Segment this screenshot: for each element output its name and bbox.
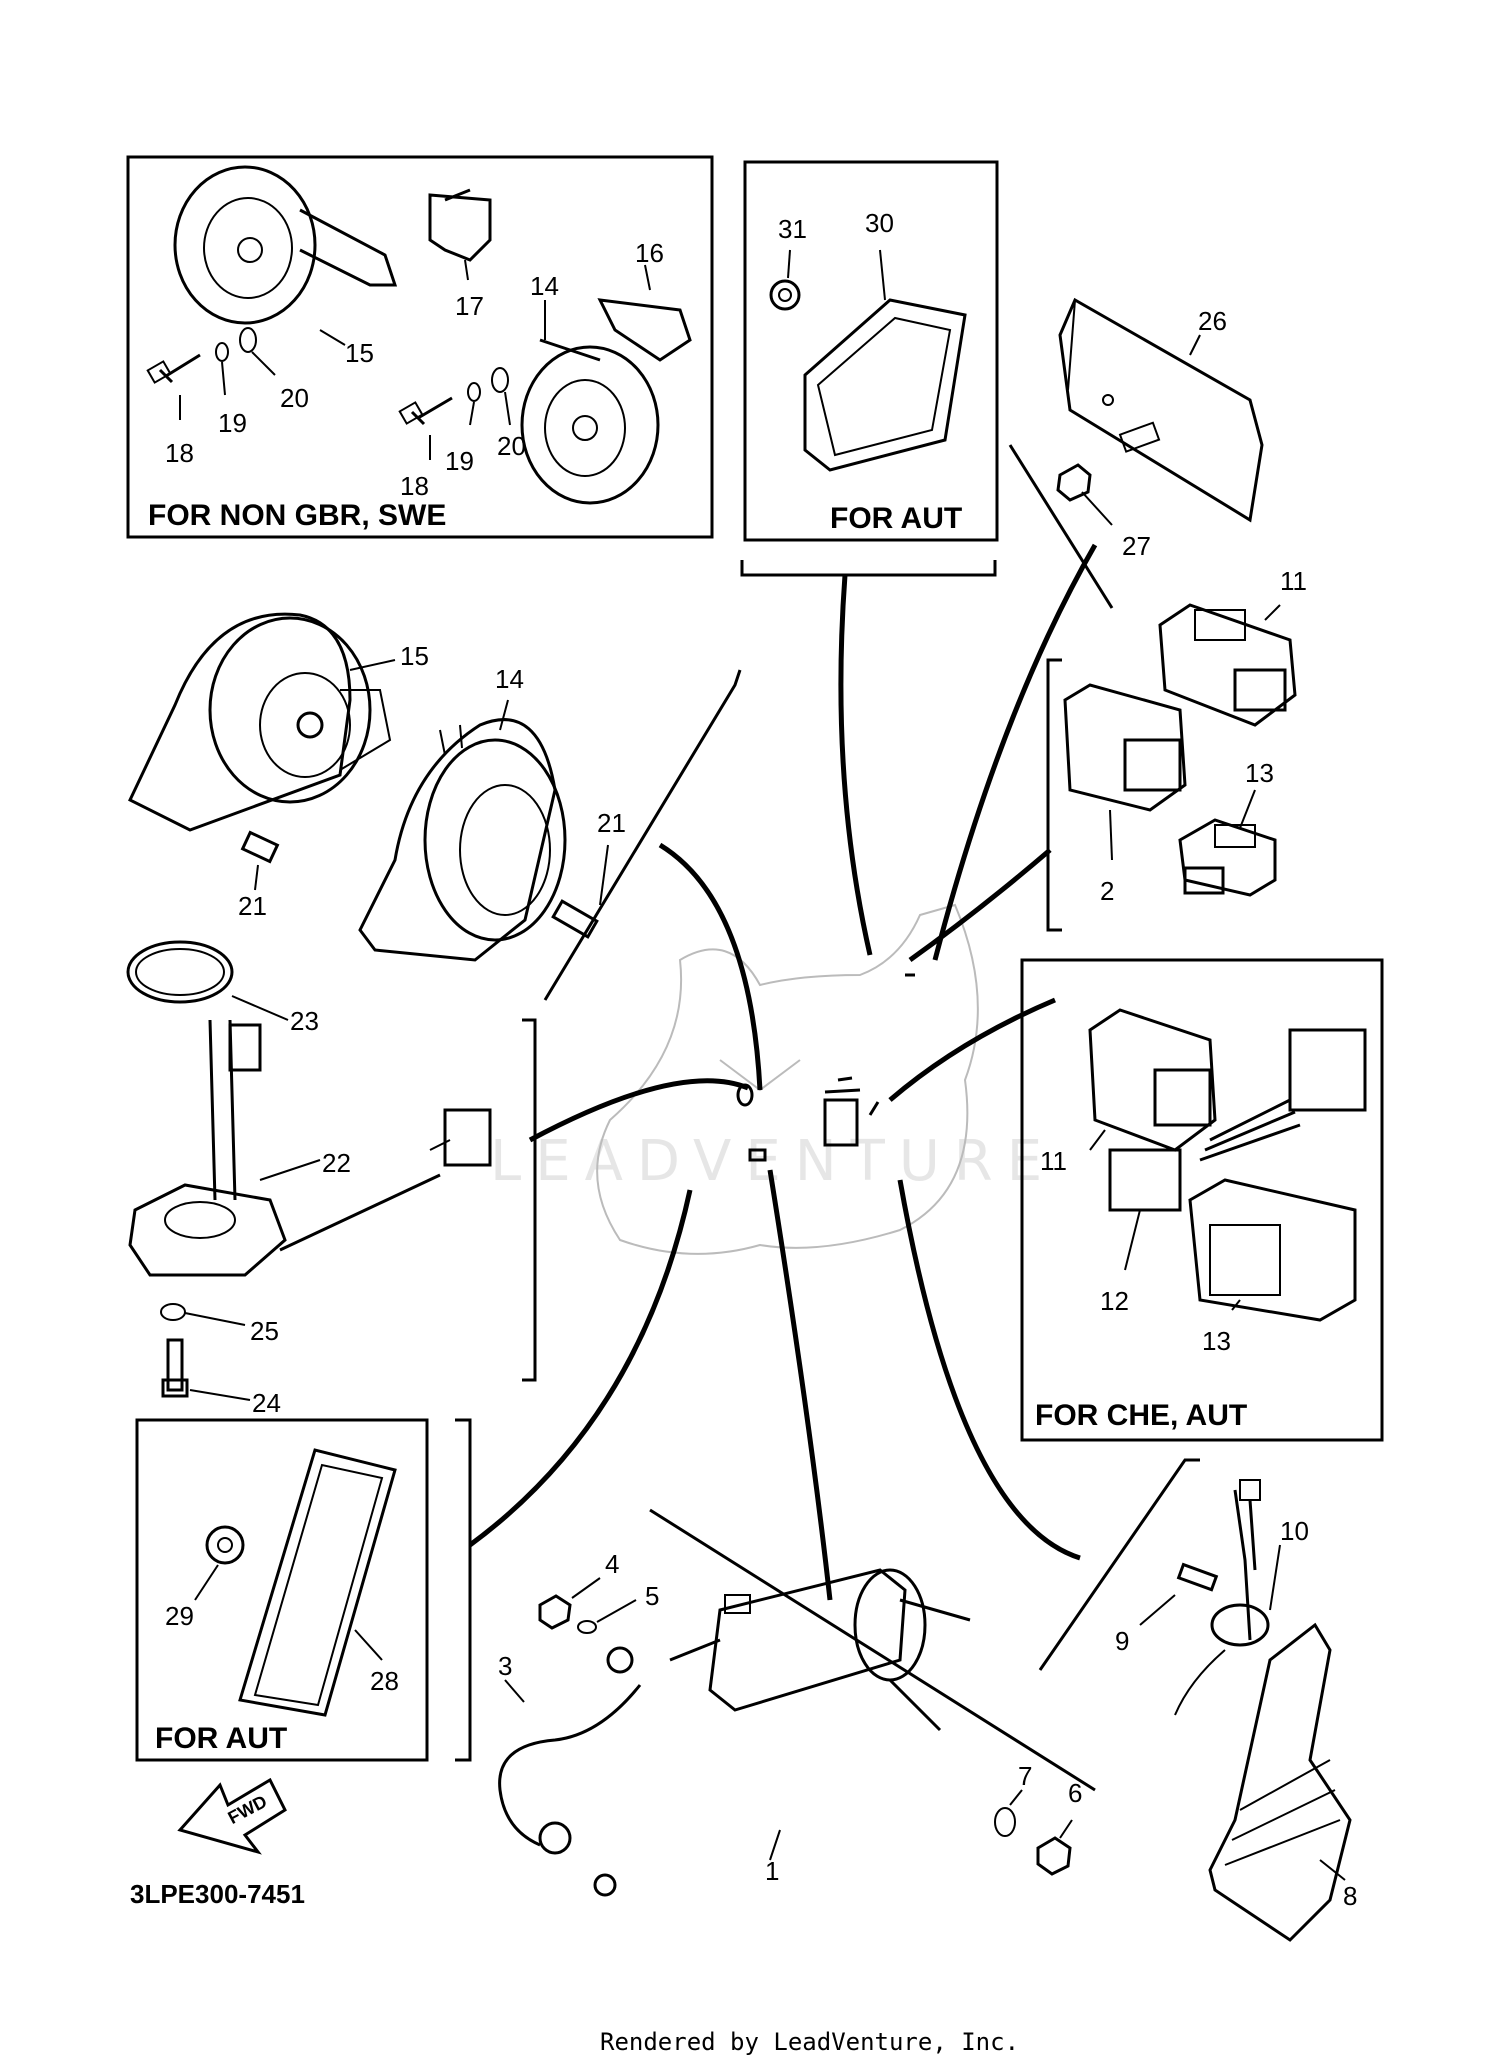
- box-aut-bottom: FOR AUT 29 28: [135, 1418, 472, 1762]
- harness-icon: [1199, 1028, 1367, 1162]
- starter-relay-1-icon: [669, 1568, 971, 1732]
- callout-25: 25: [250, 1316, 279, 1346]
- callout-23: 23: [290, 1006, 319, 1036]
- box-non-gbr-swe: FOR NON GBR, SWE: [126, 155, 714, 539]
- washer-20b-icon: [491, 367, 509, 393]
- callout-5: 5: [645, 1581, 659, 1611]
- reflector-26-icon: [1056, 297, 1264, 523]
- relay-13a-icon: [1178, 818, 1277, 897]
- bolt-18b-icon: [398, 396, 453, 426]
- reflector-28-icon: [238, 1448, 397, 1717]
- callout-9: 9: [1115, 1626, 1129, 1656]
- horn-14-small-icon: [520, 338, 660, 505]
- lock-washer-19a-icon: [215, 342, 229, 362]
- box-che-aut: FOR CHE, AUT 11 12 13: [1020, 958, 1384, 1442]
- fuel-sender-22-icon: [128, 1019, 492, 1277]
- lock-washer-19b-icon: [467, 382, 481, 402]
- nut-29-icon: [205, 1525, 245, 1565]
- callout-20b: 20: [497, 431, 526, 461]
- battery-cable-3-icon: [498, 1646, 642, 1897]
- screw-21b-icon: [551, 899, 599, 939]
- callout-18b: 18: [400, 471, 429, 501]
- box-label-aut-bottom: FOR AUT: [155, 1722, 287, 1755]
- washer-25-icon: [160, 1303, 186, 1321]
- callout-10: 10: [1280, 1516, 1309, 1546]
- sidestand-switch-8-icon: [1208, 1622, 1352, 1942]
- callout-11b: 11: [1040, 1146, 1067, 1176]
- callout-15b: 15: [400, 641, 429, 671]
- diagram-code: 3LPE300-7451: [130, 1879, 305, 1909]
- callout-28: 28: [370, 1666, 399, 1696]
- callout-6: 6: [1068, 1778, 1082, 1808]
- relay-11b-icon: [1088, 1008, 1217, 1152]
- washer-20a-icon: [239, 327, 257, 353]
- callout-31: 31: [778, 214, 807, 244]
- box-label-che-aut: FOR CHE, AUT: [1035, 1399, 1247, 1432]
- callout-1: 1: [765, 1856, 779, 1886]
- callout-15a: 15: [345, 338, 374, 368]
- washer-7-icon: [994, 1807, 1016, 1837]
- callout-16: 16: [635, 238, 664, 268]
- reflector-30-icon: [803, 298, 967, 472]
- callout-22: 22: [322, 1148, 351, 1178]
- connector-12-icon: [1108, 1148, 1182, 1212]
- washer-5-icon: [577, 1620, 597, 1634]
- relay-2-icon: [1063, 683, 1187, 812]
- callout-14a: 14: [530, 271, 559, 301]
- callout-2: 2: [1100, 876, 1114, 906]
- callout-3: 3: [498, 1651, 512, 1681]
- callout-19b: 19: [445, 446, 474, 476]
- screw-21a-icon: [240, 830, 280, 864]
- callout-4: 4: [605, 1549, 619, 1579]
- harness-lines: [468, 543, 1098, 1601]
- callout-11a: 11: [1280, 566, 1307, 596]
- nut-31-icon: [769, 279, 801, 311]
- callout-24: 24: [252, 1388, 281, 1418]
- screw-24-icon: [161, 1338, 189, 1398]
- vehicle-outline-icon: [596, 903, 979, 1255]
- bolt-9-icon: [1176, 1562, 1219, 1592]
- box-label-non-gbr: FOR NON GBR, SWE: [148, 499, 446, 532]
- gasket-23-icon: [126, 940, 234, 1004]
- callout-13b: 13: [1202, 1326, 1231, 1356]
- callout-26: 26: [1198, 306, 1227, 336]
- callout-29: 29: [165, 1601, 194, 1631]
- callout-7: 7: [1018, 1761, 1032, 1791]
- callout-21a: 21: [238, 891, 267, 921]
- callout-30: 30: [865, 208, 894, 238]
- bolt-18a-icon: [146, 353, 201, 384]
- callout-13a: 13: [1245, 758, 1274, 788]
- callout-19a: 19: [218, 408, 247, 438]
- fwd-arrow-icon: FWD: [177, 1777, 287, 1855]
- horn-14-large-icon: [358, 718, 567, 962]
- relay-13b-icon: [1188, 1178, 1357, 1322]
- nut-4-icon: [538, 1594, 572, 1630]
- bracket-16-icon: [597, 298, 692, 362]
- callout-8: 8: [1343, 1881, 1357, 1911]
- callout-14b: 14: [495, 664, 524, 694]
- callout-18a: 18: [165, 438, 194, 468]
- callout-12: 12: [1100, 1286, 1129, 1316]
- callout-17: 17: [455, 291, 484, 321]
- horn-15-small-icon: [173, 165, 398, 325]
- relay-11a-icon: [1158, 603, 1297, 727]
- callout-21b: 21: [597, 808, 626, 838]
- footer-credit: Rendered by LeadVenture, Inc.: [600, 2028, 1019, 2056]
- callout-27: 27: [1122, 531, 1151, 561]
- box-aut-top: FOR AUT 31 30: [740, 160, 999, 577]
- callout-20a: 20: [280, 383, 309, 413]
- bracket-17-icon: [428, 188, 492, 262]
- box-label-aut-top: FOR AUT: [830, 502, 962, 535]
- wire-lead-10-icon: [1174, 1479, 1270, 1716]
- nut-6-icon: [1036, 1836, 1072, 1876]
- horn-15-large-icon: [128, 612, 392, 832]
